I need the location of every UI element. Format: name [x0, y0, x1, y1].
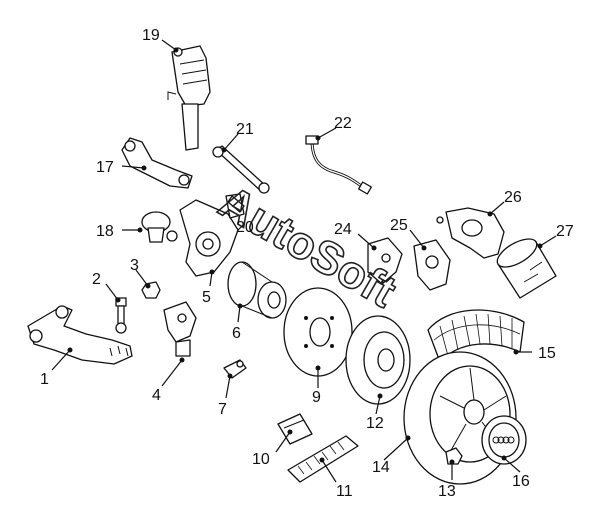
callout-5: 5: [202, 289, 211, 306]
part-tie-rod: [212, 145, 270, 194]
part-wheel-bolt: [445, 447, 463, 465]
part-backing-plate: [283, 287, 353, 377]
callout-27: 27: [556, 223, 574, 240]
callout-3: 3: [130, 257, 139, 274]
part-upper-control-arm: [121, 137, 193, 189]
part-brake-disc: [345, 315, 411, 405]
callout-24: 24: [334, 221, 352, 238]
callout-14: 14: [372, 459, 390, 476]
part-bolt: [227, 195, 245, 213]
callout-16: 16: [512, 473, 530, 490]
callout-2: 2: [92, 271, 101, 288]
part-wheel-hub: [227, 261, 287, 319]
callout-22: 22: [334, 115, 352, 132]
callout-6: 6: [232, 325, 241, 342]
callout-11: 11: [336, 483, 353, 500]
part-tire-section: [427, 309, 525, 363]
callout-7: 7: [218, 401, 227, 418]
part-hub-cap: [481, 415, 527, 465]
part-brake-hose: [305, 135, 372, 195]
callout-25: 25: [390, 217, 408, 234]
part-nut: [141, 281, 161, 299]
part-caliper-bracket: [367, 237, 403, 285]
callout-21: 21: [236, 121, 254, 138]
callout-19: 19: [142, 27, 160, 44]
callout-13: 13: [438, 483, 456, 500]
part-ball-joint: [141, 211, 178, 243]
part-lower-control-arm: [27, 305, 133, 365]
part-stabilizer-link: [115, 297, 127, 334]
callout-12: 12: [366, 415, 384, 432]
callout-4: 4: [152, 387, 161, 404]
part-brake-pad: [277, 413, 313, 445]
part-clip: [223, 359, 247, 379]
callout-1: 1: [40, 371, 49, 388]
callout-10: 10: [252, 451, 270, 468]
callout-leaders: [51, 39, 557, 483]
callout-15: 15: [538, 345, 556, 362]
callout-9: 9: [312, 389, 321, 406]
callout-18: 18: [96, 223, 114, 240]
part-brake-cylinder: [496, 238, 557, 299]
callout-17: 17: [96, 159, 114, 176]
part-shock-absorber: [167, 45, 211, 151]
part-steering-knuckle: [179, 193, 245, 277]
callout-numbers: 19 21 22 17 18 20 24 25 26 27 2 3 5 6 15…: [40, 27, 574, 500]
part-bracket: [163, 301, 197, 357]
callout-20: 20: [236, 219, 254, 236]
part-brake-caliper: [413, 239, 451, 291]
part-caliper-assembly: [436, 207, 505, 259]
callout-26: 26: [504, 189, 522, 206]
